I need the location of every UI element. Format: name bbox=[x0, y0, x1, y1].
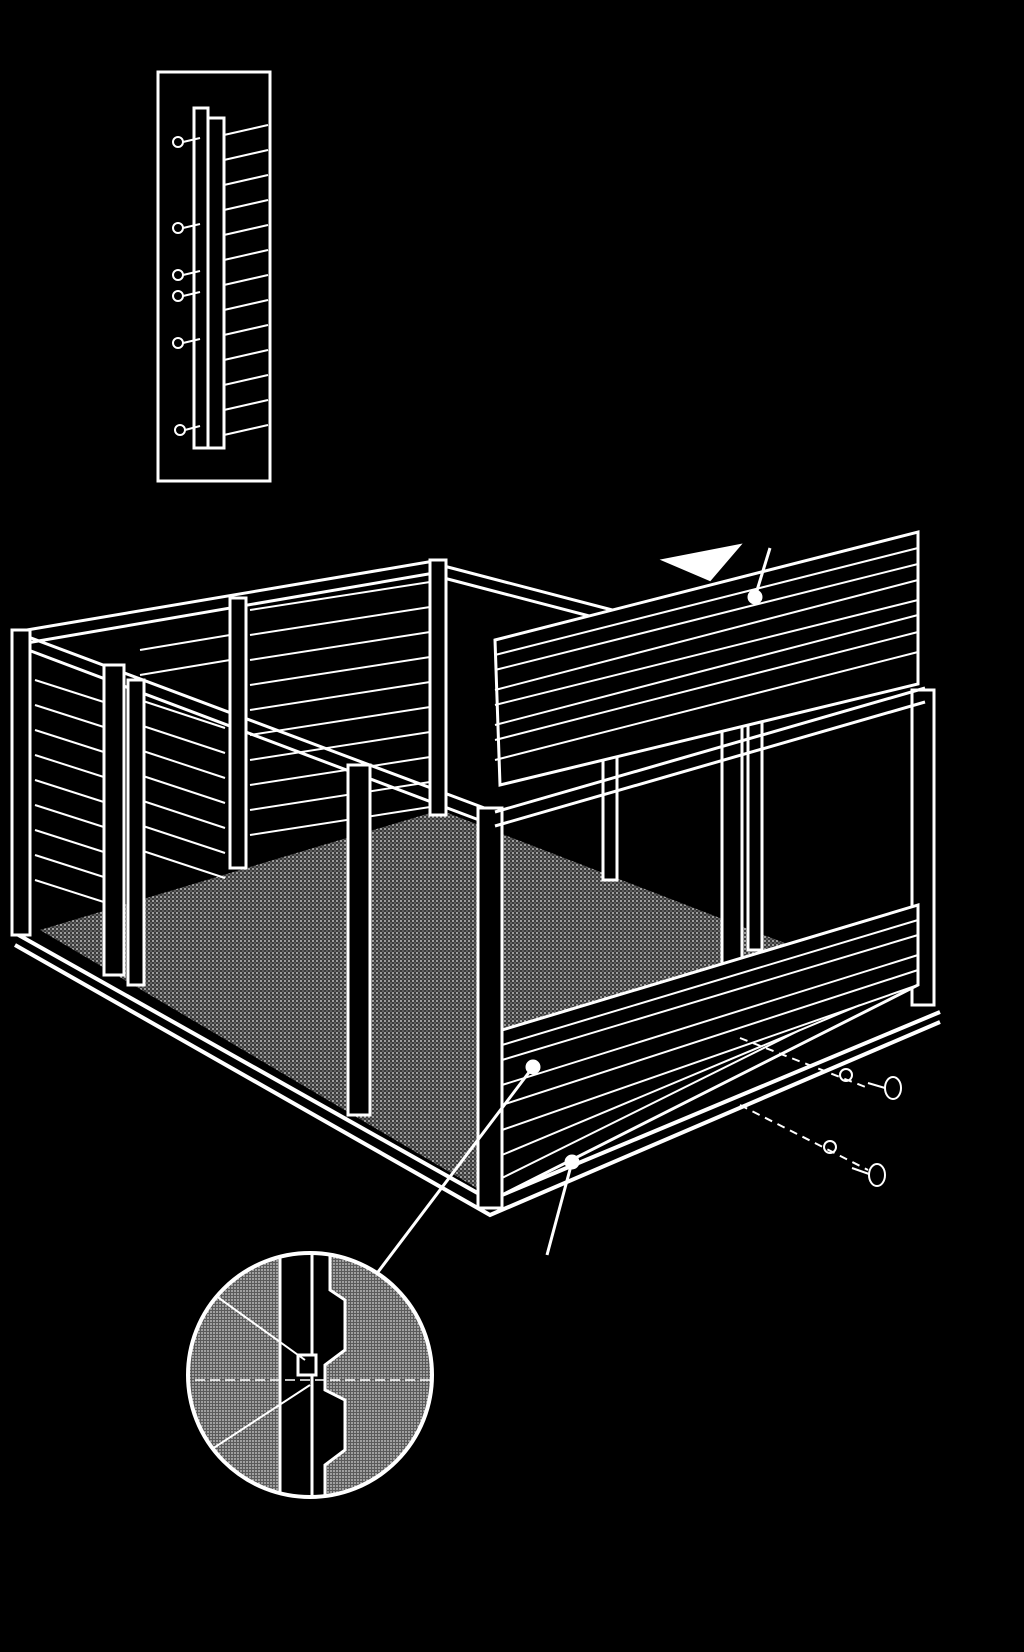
shaded-floor bbox=[40, 810, 790, 1190]
post-back-corner bbox=[428, 558, 448, 817]
post-front-corner bbox=[476, 806, 504, 1210]
wall-posts bbox=[10, 558, 936, 1210]
post-left-2 bbox=[126, 678, 146, 987]
post-left-1 bbox=[102, 663, 126, 977]
inset-panel-ribs bbox=[223, 124, 269, 436]
inset-post-flange bbox=[206, 116, 226, 450]
right-top-rail bbox=[494, 686, 926, 828]
screw-icon bbox=[739, 1037, 902, 1187]
upper-wall-panel bbox=[493, 530, 920, 787]
screwed-corner-post-inset bbox=[156, 70, 272, 483]
back-wall bbox=[14, 558, 621, 836]
left-wall bbox=[14, 630, 496, 905]
panel-joint-magnifier bbox=[186, 1066, 535, 1499]
post-left-3 bbox=[346, 763, 372, 1117]
inset-post bbox=[192, 106, 210, 450]
post-back-1 bbox=[228, 596, 248, 870]
post-front-left bbox=[10, 628, 32, 937]
inset-frame bbox=[156, 70, 272, 483]
down-arrow-icon bbox=[659, 543, 743, 582]
inset-screws bbox=[172, 136, 201, 436]
